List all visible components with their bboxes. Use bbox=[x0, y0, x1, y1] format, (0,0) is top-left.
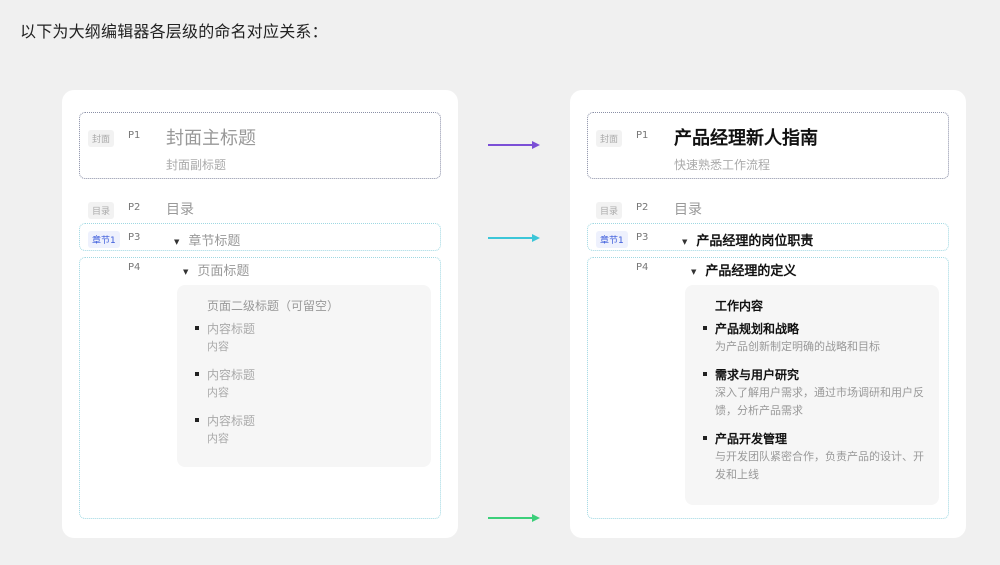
toc-chip: 目录 bbox=[88, 202, 115, 219]
chapter-box bbox=[79, 223, 441, 251]
card-title: 工作内容 bbox=[715, 299, 764, 313]
page-box bbox=[587, 257, 949, 519]
list-item: 内容标题 内容 bbox=[193, 412, 417, 448]
list-item: 内容标题 内容 bbox=[193, 320, 417, 356]
list-item: 产品规划和战略 为产品创新制定明确的战略和目标 bbox=[701, 320, 925, 356]
page-number: P2 bbox=[636, 202, 649, 213]
page-number: P3 bbox=[128, 232, 141, 243]
arrow-right-icon bbox=[488, 141, 540, 149]
page-title: ▼页面标题 bbox=[183, 264, 250, 279]
cover-title: 产品经理新人指南 bbox=[674, 128, 818, 149]
content-card: 页面二级标题（可留空） 内容标题 内容 内容标题 内容 内容标题 内容 bbox=[177, 285, 431, 467]
chapter-box bbox=[587, 223, 949, 251]
cover-chip: 封面 bbox=[596, 130, 623, 147]
cover-subtitle: 快速熟悉工作流程 bbox=[674, 158, 771, 172]
page-number: P4 bbox=[636, 262, 649, 273]
chapter-chip: 章节1 bbox=[596, 231, 628, 248]
template-outline-panel: 封面 P1 封面主标题 封面副标题 目录 P2 目录 章节1 P3 ▼章节标题 … bbox=[62, 90, 458, 538]
example-outline-panel: 封面 P1 产品经理新人指南 快速熟悉工作流程 目录 P2 目录 章节1 P3 … bbox=[570, 90, 966, 538]
chapter-title: ▼产品经理的岗位职责 bbox=[682, 234, 814, 249]
list-item: 需求与用户研究 深入了解用户需求，通过市场调研和用户反馈，分析产品需求 bbox=[701, 366, 925, 420]
arrow-right-icon bbox=[488, 514, 540, 522]
chapter-title: ▼章节标题 bbox=[174, 234, 241, 249]
list-item: 产品开发管理 与开发团队紧密合作，负责产品的设计、开发和上线 bbox=[701, 430, 925, 484]
page-box bbox=[79, 257, 441, 519]
toc-title: 目录 bbox=[674, 202, 702, 218]
page-title: ▼产品经理的定义 bbox=[691, 264, 797, 279]
content-card: 工作内容 产品规划和战略 为产品创新制定明确的战略和目标 需求与用户研究 深入了… bbox=[685, 285, 939, 505]
triangle-bullet-icon: ▼ bbox=[682, 237, 688, 246]
cover-chip: 封面 bbox=[88, 130, 115, 147]
triangle-bullet-icon: ▼ bbox=[691, 267, 697, 276]
cover-box bbox=[587, 112, 949, 179]
page-number: P4 bbox=[128, 262, 141, 273]
page-number: P2 bbox=[128, 202, 141, 213]
page-number: P1 bbox=[636, 130, 649, 141]
page-number: P1 bbox=[128, 130, 141, 141]
intro-text: 以下为大纲编辑器各层级的命名对应关系： bbox=[20, 22, 328, 41]
chapter-chip: 章节1 bbox=[88, 231, 120, 248]
triangle-bullet-icon: ▼ bbox=[174, 237, 180, 246]
cover-subtitle: 封面副标题 bbox=[166, 158, 227, 172]
page-number: P3 bbox=[636, 232, 649, 243]
toc-chip: 目录 bbox=[596, 202, 623, 219]
card-title: 页面二级标题（可留空） bbox=[207, 299, 340, 313]
triangle-bullet-icon: ▼ bbox=[183, 267, 189, 276]
toc-title: 目录 bbox=[166, 202, 194, 218]
cover-box bbox=[79, 112, 441, 179]
arrow-right-icon bbox=[488, 234, 540, 242]
cover-title: 封面主标题 bbox=[166, 128, 256, 149]
list-item: 内容标题 内容 bbox=[193, 366, 417, 402]
